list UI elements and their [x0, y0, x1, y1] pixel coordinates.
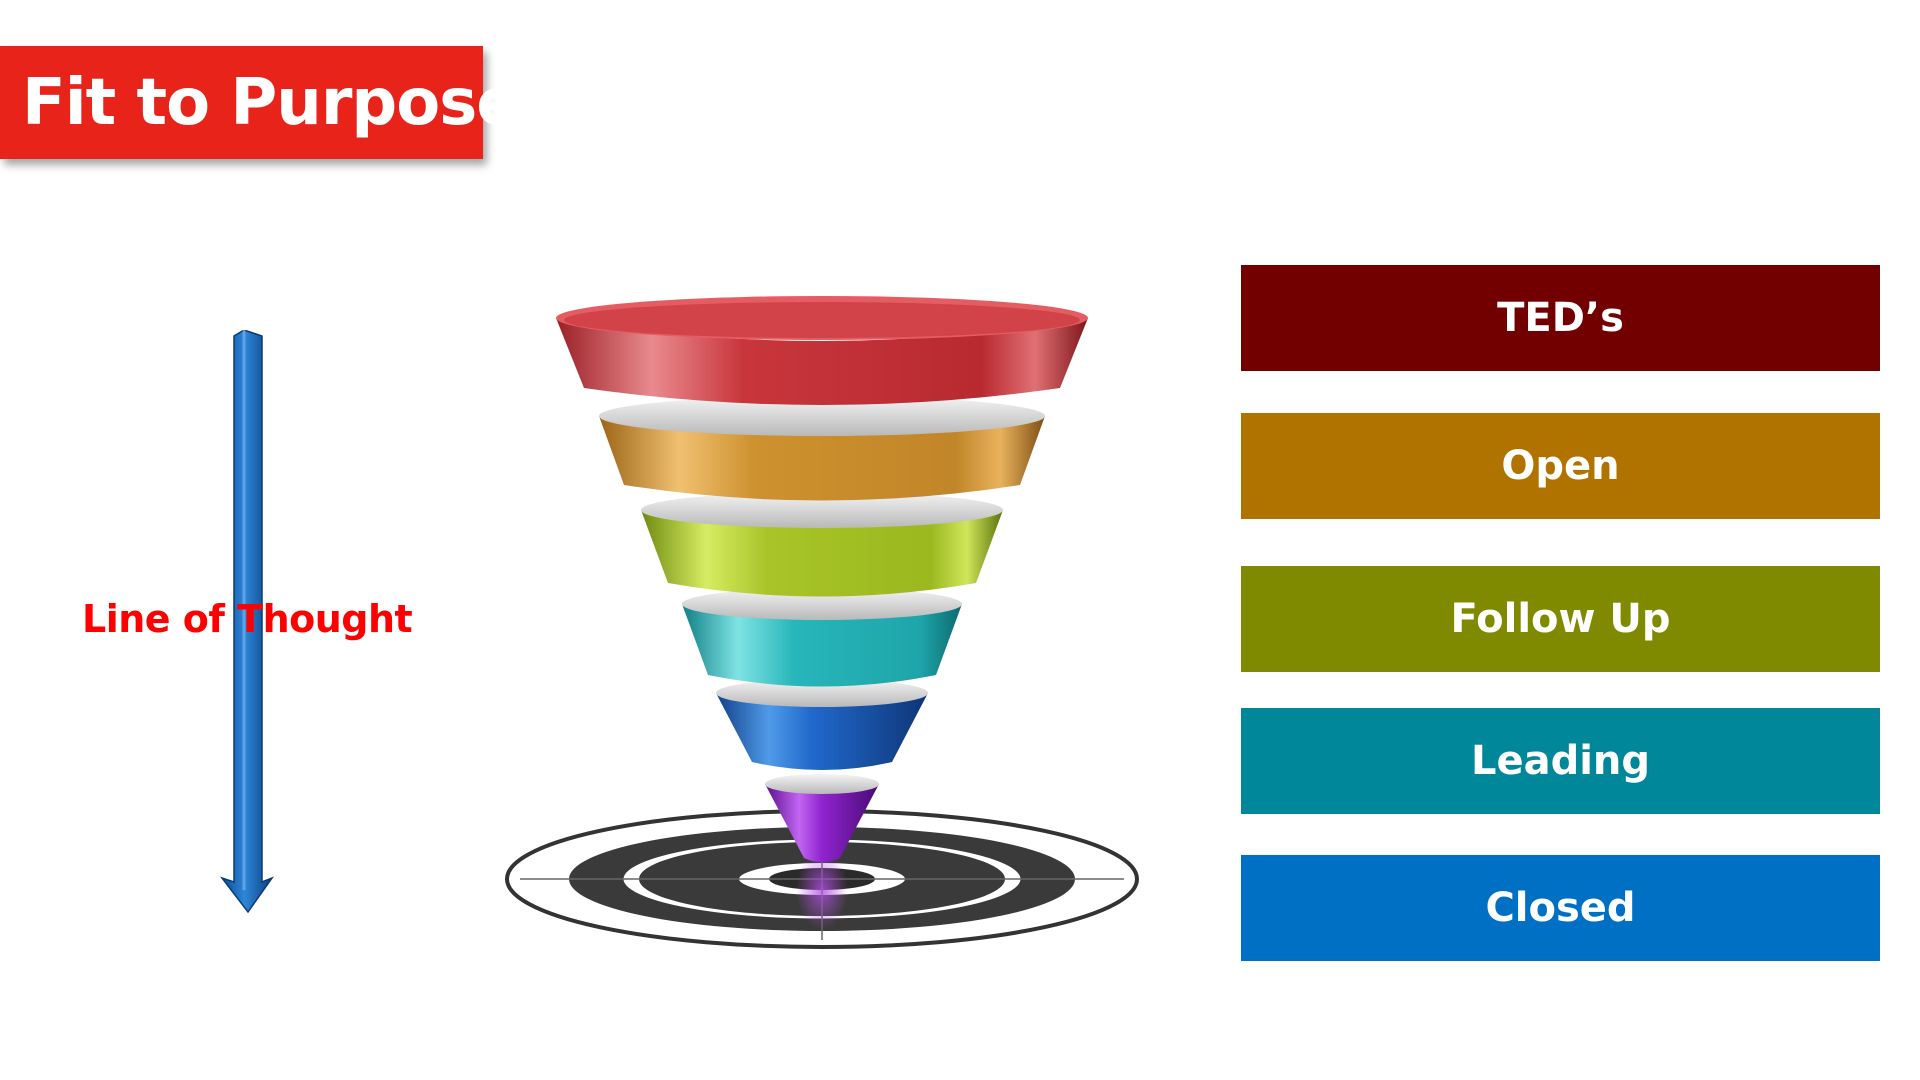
stage-bar-follow-up: Follow Up [1241, 566, 1880, 672]
stage-label-follow-up: Follow Up [1450, 596, 1671, 642]
slide-title: Fit to Purpose [22, 65, 520, 140]
funnel-graphic [505, 296, 1139, 949]
target-icon [505, 809, 1139, 949]
stage-bar-teds: TED’s [1241, 265, 1880, 371]
stage-label-closed: Closed [1485, 885, 1636, 931]
stage-label-open: Open [1501, 443, 1620, 489]
stage-bar-closed: Closed [1241, 855, 1880, 961]
stage-bar-leading: Leading [1241, 708, 1880, 814]
down-arrow-icon [219, 330, 275, 914]
stage-bar-open: Open [1241, 413, 1880, 519]
stage-label-teds: TED’s [1497, 295, 1624, 341]
title-banner: Fit to Purpose [0, 46, 520, 159]
stage-label-leading: Leading [1470, 738, 1651, 784]
line-of-thought-label: Line of Thought [82, 597, 413, 641]
